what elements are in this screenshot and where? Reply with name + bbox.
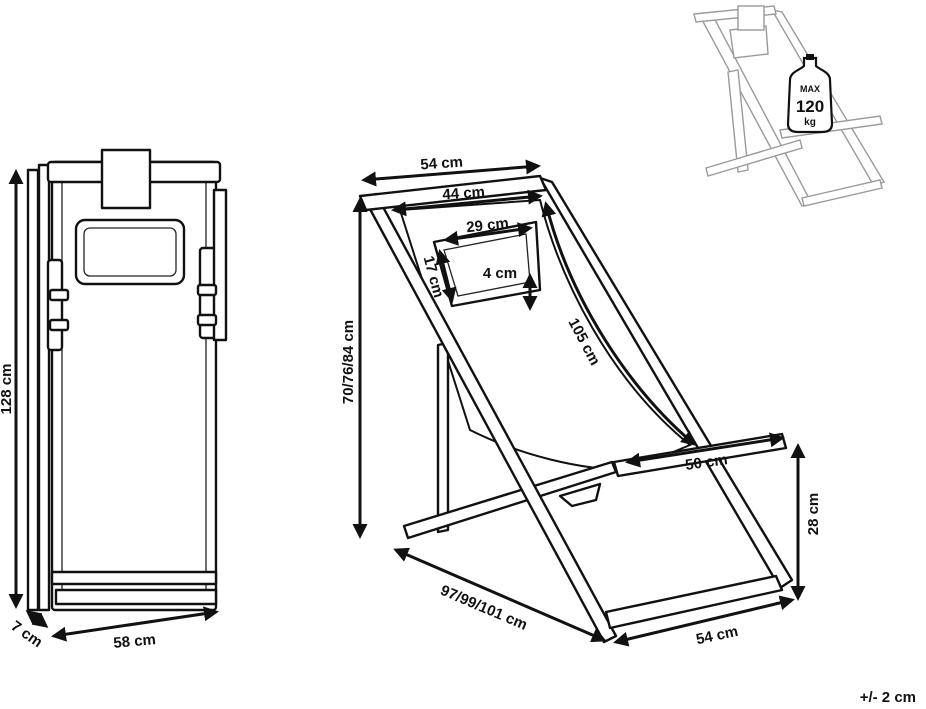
load-value: 120 (796, 97, 824, 116)
side-view: 54 cm 44 cm 29 cm 17 cm 4 cm 105 cm 70/7… (340, 154, 822, 649)
pillow-height-line (435, 249, 457, 303)
pillow-depth-label: 4 cm (483, 265, 517, 282)
front-width-line (51, 606, 219, 642)
depth-positions-line (393, 547, 607, 643)
fabric-length-line (541, 201, 697, 446)
armrest-length-line (625, 432, 785, 468)
front-height-label: 128 cm (0, 364, 15, 415)
armrest-length-label: 50 cm (684, 451, 728, 474)
bottom-width-label: 54 cm (694, 623, 739, 648)
thumbnail-view: MAX 120 kg (693, 5, 886, 207)
top-width-line (361, 159, 541, 187)
side-chair-drawing (358, 174, 794, 644)
pillow-width-line (443, 222, 533, 246)
front-chair-drawing (26, 148, 228, 612)
load-unit: kg (804, 117, 816, 128)
top-width-label: 54 cm (420, 154, 464, 174)
height-positions-label: 70/76/84 cm (340, 320, 357, 404)
seat-height-label: 28 cm (805, 493, 822, 536)
max-label: MAX (800, 84, 820, 94)
inner-width-line (391, 189, 543, 217)
weight-badge-icon: MAX 120 kg (786, 54, 834, 134)
pillow-width-label: 29 cm (465, 215, 509, 236)
front-view: 128 cm 58 cm 7 cm (0, 148, 228, 652)
depth-positions-label: 97/99/101 cm (438, 582, 530, 634)
front-width-label: 58 cm (113, 631, 157, 652)
front-depth-line (25, 610, 49, 628)
bottom-width-line (613, 595, 795, 647)
inner-width-label: 44 cm (442, 184, 486, 204)
tolerance-note: +/- 2 cm (860, 689, 916, 706)
